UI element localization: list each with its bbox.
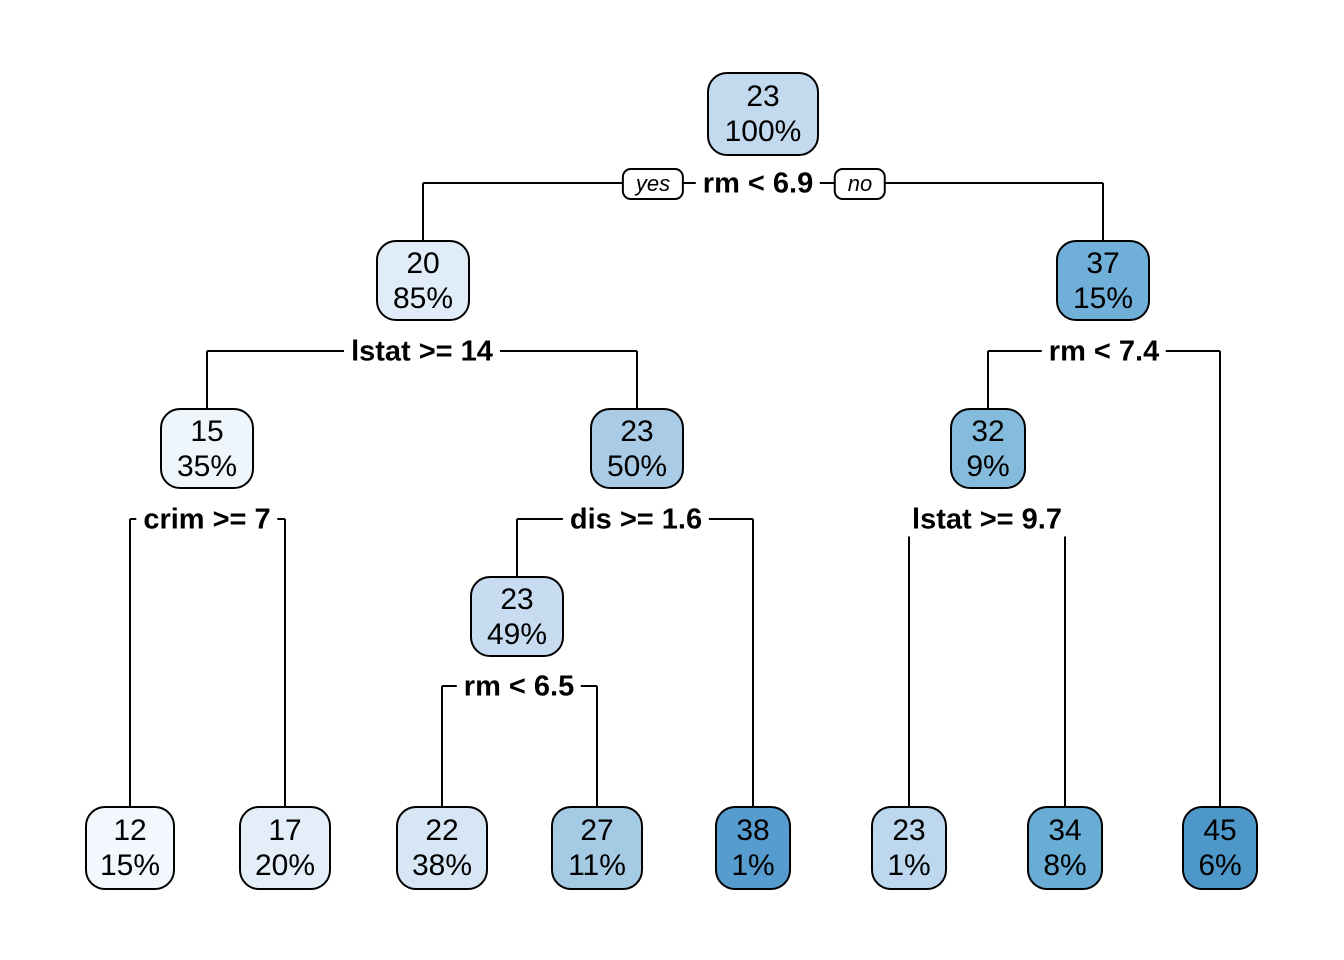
node-percent: 11%: [568, 849, 626, 882]
tree-branch-line: [636, 351, 638, 409]
node-percent: 15%: [99, 849, 161, 882]
node-value: 23: [500, 582, 534, 616]
node-percent: 35%: [176, 449, 238, 483]
tree-branch-line: [284, 519, 286, 807]
node-value: 17: [268, 814, 302, 847]
node-value: 38: [736, 814, 770, 847]
node-value: 15: [190, 414, 224, 448]
node-percent: 1%: [731, 849, 775, 882]
yes-label: yes: [621, 168, 685, 200]
node-percent: 9%: [966, 449, 1010, 483]
split-label-dis-1-6: dis >= 1.6: [562, 503, 710, 537]
node-value: 27: [580, 814, 614, 847]
node-value: 34: [1048, 814, 1082, 847]
node-percent: 20%: [254, 849, 316, 882]
node-value: 45: [1203, 814, 1237, 847]
node-percent: 1%: [887, 849, 931, 882]
node-value: 23: [892, 814, 926, 847]
no-label: no: [833, 168, 887, 200]
node-percent: 6%: [1198, 849, 1242, 882]
split-label-rm-6-5: rm < 6.5: [456, 670, 582, 704]
node-value: 12: [113, 814, 147, 847]
node-percent: 100%: [724, 115, 802, 148]
tree-branch-line: [908, 519, 910, 807]
tree-branch-line: [206, 351, 208, 409]
split-label-rm-7-4: rm < 7.4: [1041, 335, 1167, 369]
node-value: 23: [620, 414, 654, 448]
split-label-rm-6-9: rm < 6.9: [695, 167, 821, 201]
node-percent: 8%: [1043, 849, 1087, 882]
node-value: 20: [406, 246, 440, 280]
split-label-lstat-14: lstat >= 14: [344, 335, 500, 369]
node-value: 22: [425, 814, 459, 847]
tree-branch-line: [1102, 183, 1104, 241]
tree-branch-line: [1064, 519, 1066, 807]
tree-branch-line: [441, 686, 443, 807]
tree-branch-line: [422, 183, 424, 241]
tree-branch-line: [987, 351, 989, 409]
node-value: 23: [746, 80, 780, 113]
node-percent: 50%: [606, 449, 668, 483]
node-value: 32: [971, 414, 1005, 448]
node-percent: 49%: [486, 617, 548, 651]
split-label-crim-7: crim >= 7: [136, 503, 278, 537]
tree-branch-line: [129, 519, 131, 807]
tree-branch-line: [516, 519, 518, 577]
node-value: 37: [1086, 246, 1120, 280]
tree-branch-line: [596, 686, 598, 807]
node-percent: 38%: [411, 849, 473, 882]
node-percent: 85%: [392, 281, 454, 315]
node-percent: 15%: [1072, 281, 1134, 315]
tree-branch-line: [1219, 351, 1221, 807]
tree-branch-line: [752, 519, 754, 807]
split-label-lstat-9-7: lstat >= 9.7: [905, 503, 1069, 537]
